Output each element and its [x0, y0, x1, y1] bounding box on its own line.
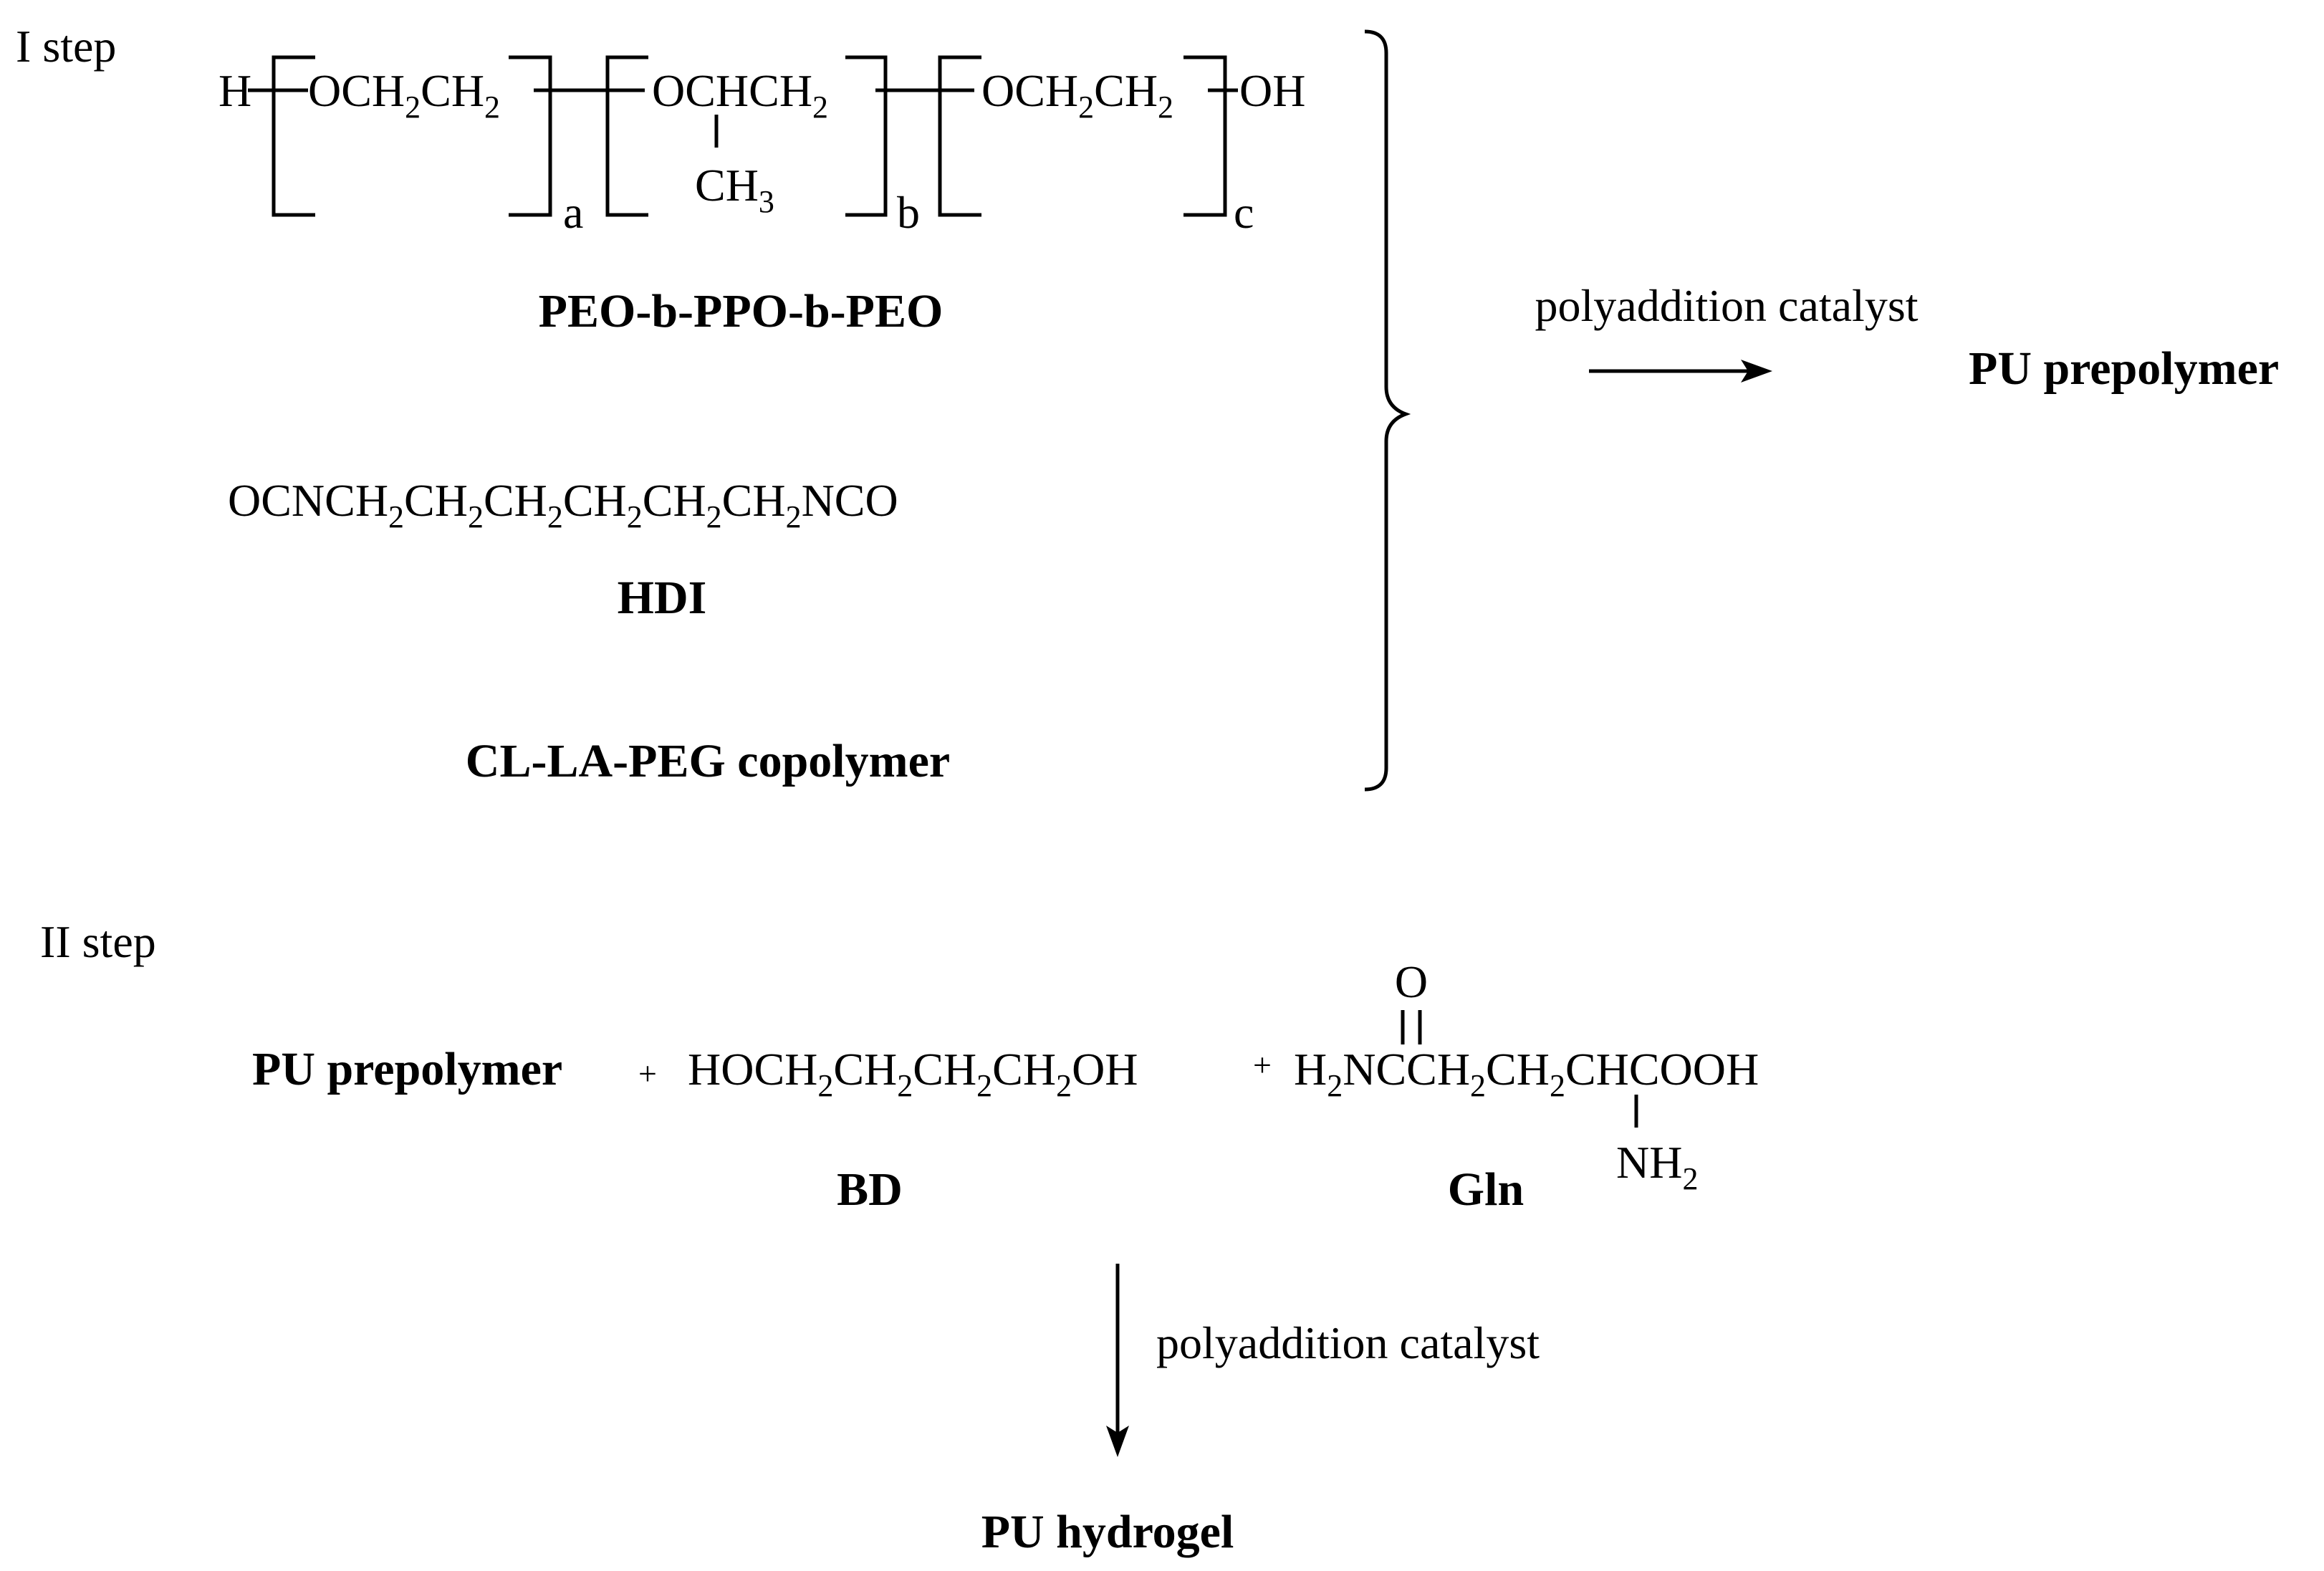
gln-formula: H2NCCH2CH2CHCOOH	[1294, 1044, 1759, 1103]
step1-product: PU prepolymer	[1969, 342, 2279, 395]
repeat-a: a	[563, 187, 583, 238]
peo-h: H	[219, 65, 251, 116]
bracket-b-right	[845, 55, 888, 217]
step2-label: II step	[40, 916, 156, 967]
repeat-b: b	[897, 187, 920, 238]
bd-name: BD	[837, 1163, 903, 1216]
peo-ppo-peo-name: PEO-b-PPO-b-PEO	[539, 285, 943, 337]
bracket-c-left	[938, 55, 981, 217]
plus-sign-1: +	[638, 1055, 657, 1092]
bracket-a-left	[272, 55, 315, 217]
cl-la-peg-name: CL-LA-PEG copolymer	[466, 735, 950, 787]
peo-ppo-peo-structure: H OCH2CH2 a OCHCH2 CH3 b OCH2CH2 OH c	[219, 55, 1305, 238]
bracket-a-right	[509, 55, 552, 217]
peo-segment-c: OCH2CH2	[981, 65, 1173, 125]
bd-formula: HOCH2CH2CH2CH2OH	[688, 1044, 1138, 1103]
ppo-methyl: CH3	[695, 160, 774, 219]
step1-label: I step	[16, 21, 116, 72]
step1-arrow-label: polyaddition catalyst	[1535, 280, 1919, 331]
step2-arrow-label: polyaddition catalyst	[1156, 1317, 1540, 1368]
peo-segment-a: OCH2CH2	[308, 65, 500, 125]
step2-product: PU hydrogel	[981, 1506, 1234, 1558]
step1-arrow	[1589, 360, 1772, 383]
ppo-segment: OCHCH2	[652, 65, 828, 125]
peo-oh: OH	[1239, 65, 1305, 116]
step2-reactant-prepolymer: PU prepolymer	[252, 1043, 562, 1095]
glutamine-structure: O H2NCCH2CH2CHCOOH NH2	[1294, 956, 1759, 1196]
reactants-brace	[1364, 29, 1411, 792]
repeat-c: c	[1234, 187, 1254, 238]
gln-amine: NH2	[1616, 1137, 1698, 1196]
gln-carbonyl-o: O	[1395, 956, 1428, 1007]
hdi-formula: OCNCH2CH2CH2CH2CH2CH2NCO	[228, 475, 898, 534]
gln-name: Gln	[1448, 1163, 1524, 1216]
bracket-c-right	[1183, 55, 1227, 217]
plus-sign-2: +	[1253, 1047, 1272, 1083]
hdi-name: HDI	[618, 572, 707, 624]
step2-arrow	[1106, 1264, 1129, 1457]
bracket-b-left	[605, 55, 648, 217]
